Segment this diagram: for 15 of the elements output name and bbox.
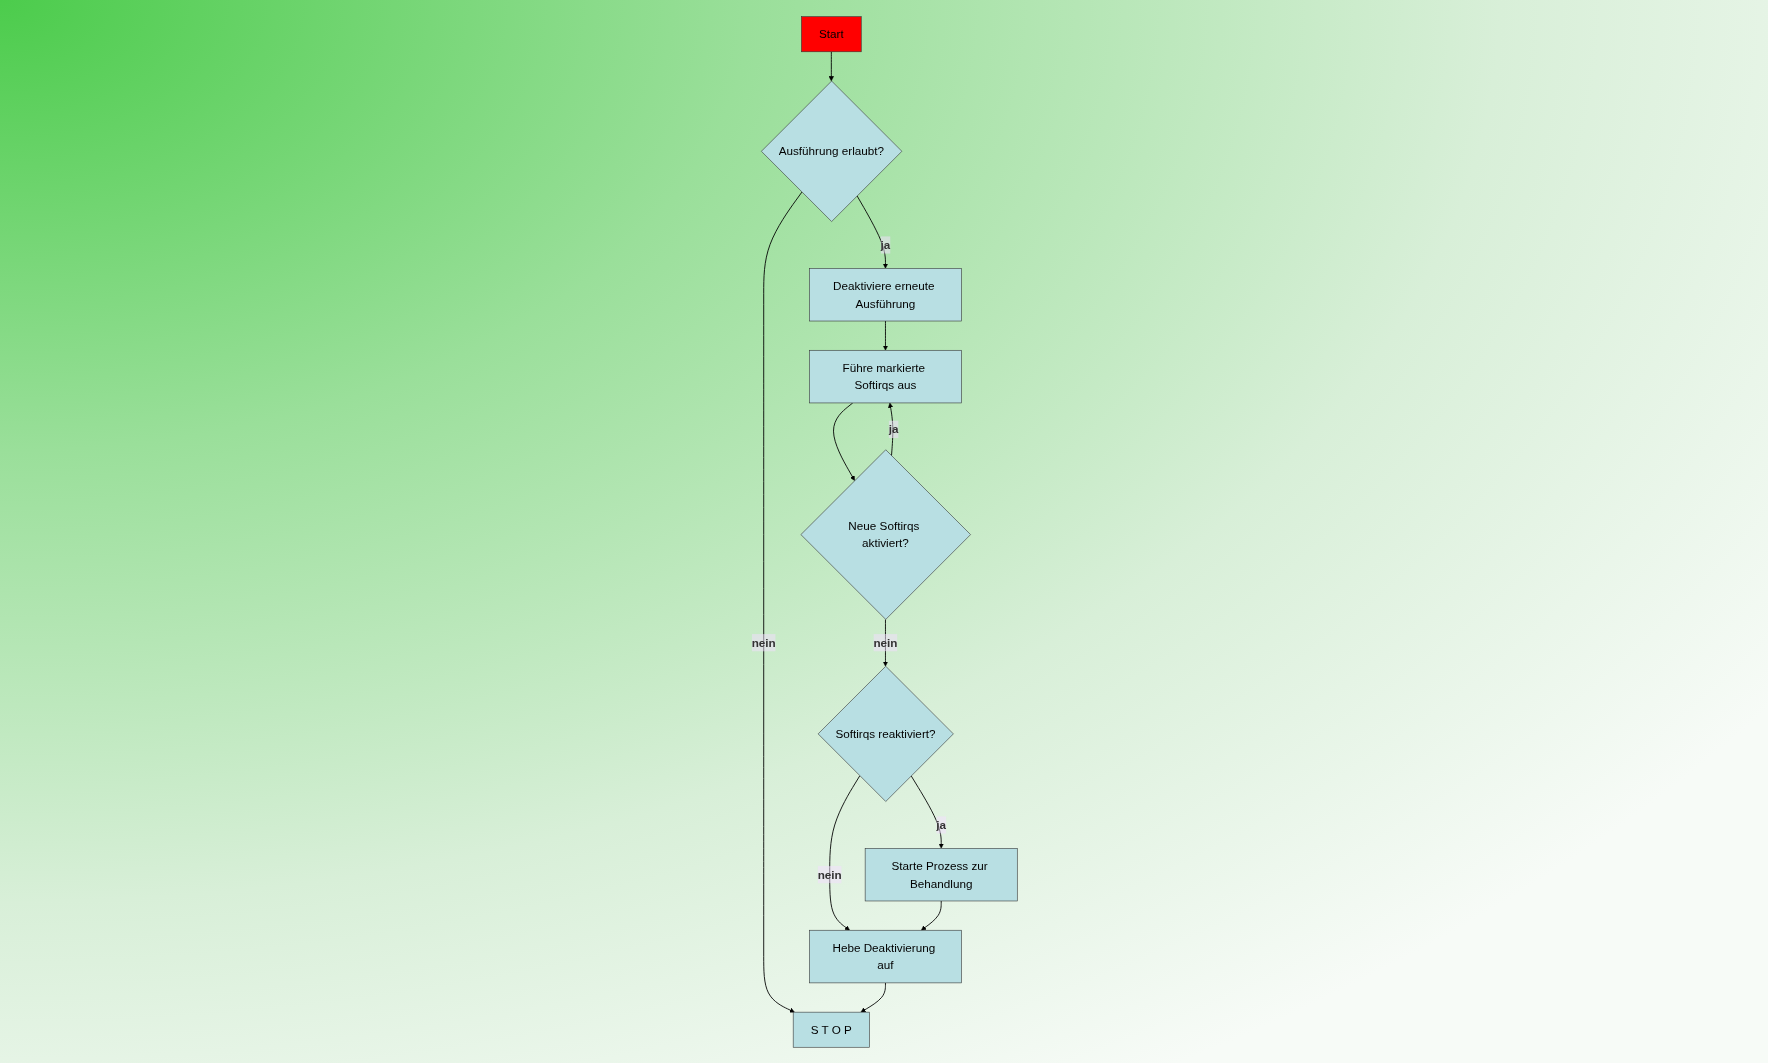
edge-label: ja: [880, 238, 890, 251]
edge-label: ja: [935, 818, 946, 831]
node-box: Führe markierte Softirqs aus: [808, 349, 962, 403]
node-box: Starte Prozess zur Behandlung: [864, 847, 1018, 901]
edge-label: nein: [817, 867, 842, 881]
node-diamond: Neue Softirqs aktiviert?: [800, 449, 971, 620]
node-box: Start: [800, 15, 862, 52]
node-diamond: Ausführung erlaubt?: [760, 80, 902, 222]
node-box: Hebe Deaktivierung auf: [808, 929, 962, 983]
node-box: Deaktiviere erneute Ausführung: [808, 267, 962, 321]
node-box: S T O P: [792, 1011, 870, 1048]
edge-label: nein: [872, 635, 897, 649]
edge-label: nein: [751, 635, 776, 649]
edge-label: ja: [888, 422, 898, 436]
node-diamond: Softirqs reaktiviert?: [817, 665, 954, 802]
